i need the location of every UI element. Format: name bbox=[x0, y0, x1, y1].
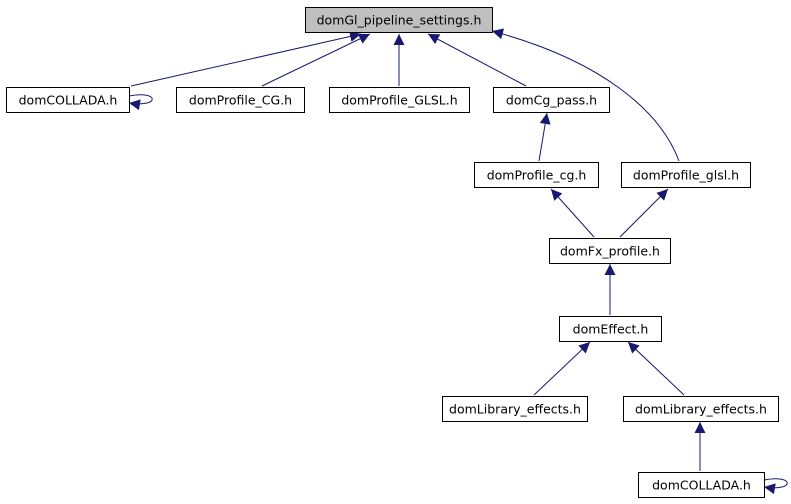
node-box bbox=[623, 396, 779, 422]
node-domcollada-h[interactable]: domCOLLADA.h bbox=[6, 87, 130, 113]
node-label: domCOLLADA.h bbox=[19, 93, 118, 108]
node-domprofile-glsl-h[interactable]: domProfile_GLSL.h bbox=[329, 87, 470, 113]
edge-n4-n0 bbox=[427, 33, 527, 87]
node-label: domProfile_glsl.h bbox=[633, 168, 739, 183]
edge-n7-n5 bbox=[550, 188, 595, 238]
node-box bbox=[549, 238, 671, 264]
node-domlibrary-effects-h[interactable]: domLibrary_effects.h bbox=[623, 396, 779, 422]
node-box bbox=[621, 162, 751, 188]
node-box bbox=[493, 87, 610, 113]
node-label: domLibrary_effects.h bbox=[635, 402, 767, 417]
edge-n10-n8 bbox=[627, 341, 685, 396]
node-box bbox=[638, 472, 765, 498]
edge-layer bbox=[128, 28, 788, 495]
node-box bbox=[305, 7, 493, 33]
node-domfx-profile-h[interactable]: domFx_profile.h bbox=[549, 238, 671, 264]
node-label: domFx_profile.h bbox=[560, 244, 660, 259]
edge-n1-n1 bbox=[128, 94, 153, 111]
edge-n7-n6 bbox=[619, 188, 669, 238]
node-label: domProfile_cg.h bbox=[487, 168, 587, 183]
node-box bbox=[176, 87, 305, 113]
edge-n5-n4 bbox=[538, 112, 551, 162]
node-domcollada-h[interactable]: domCOLLADA.h bbox=[638, 472, 765, 498]
node-label: domCg_pass.h bbox=[506, 93, 597, 108]
node-box bbox=[329, 87, 470, 113]
node-label: domProfile_GLSL.h bbox=[341, 93, 457, 108]
node-box bbox=[442, 396, 588, 422]
node-box bbox=[474, 162, 599, 188]
node-domprofile-cg-h[interactable]: domProfile_CG.h bbox=[176, 87, 305, 113]
edge-n1-n0 bbox=[130, 31, 362, 87]
edge-n9-n8 bbox=[533, 341, 591, 396]
edge-n2-n0 bbox=[261, 33, 371, 87]
node-domprofile-glsl-h[interactable]: domProfile_glsl.h bbox=[621, 162, 751, 188]
node-layer: domGl_pipeline_settings.h domCOLLADA.h dom… bbox=[6, 7, 779, 498]
node-box bbox=[6, 87, 130, 113]
edge-n11-n11 bbox=[763, 478, 788, 495]
node-domeffect-h[interactable]: domEffect.h bbox=[559, 316, 662, 342]
node-label: domGl_pipeline_settings.h bbox=[317, 13, 482, 28]
node-domgl-pipeline-settings-h[interactable]: domGl_pipeline_settings.h bbox=[305, 7, 493, 33]
node-domlibrary-effects-h[interactable]: domLibrary_effects.h bbox=[442, 396, 588, 422]
node-label: domProfile_CG.h bbox=[189, 93, 292, 108]
node-label: domLibrary_effects.h bbox=[449, 402, 581, 417]
node-label: domCOLLADA.h bbox=[652, 478, 751, 493]
node-domprofile-cg-h[interactable]: domProfile_cg.h bbox=[474, 162, 599, 188]
node-domcg-pass-h[interactable]: domCg_pass.h bbox=[493, 87, 610, 113]
node-box bbox=[559, 316, 662, 342]
edge-n6-n0 bbox=[491, 28, 680, 162]
node-label: domEffect.h bbox=[573, 322, 649, 337]
